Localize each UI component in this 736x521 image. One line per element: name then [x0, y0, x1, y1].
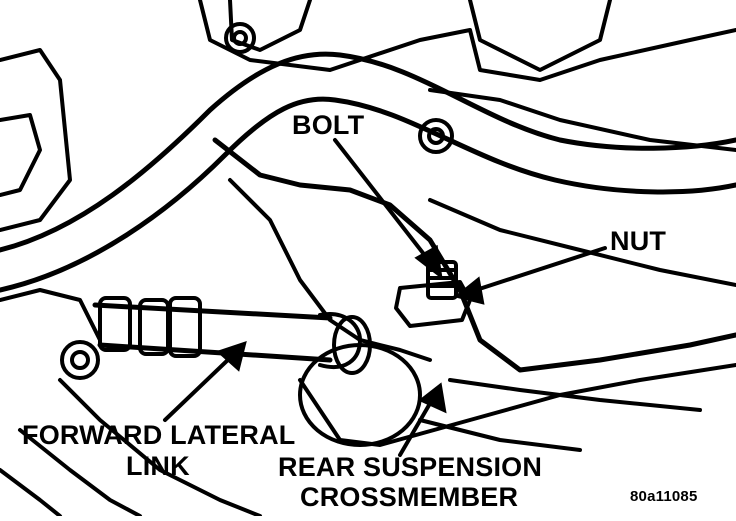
- mid-bolt-center: [427, 127, 445, 145]
- link-leader-line: [163, 354, 234, 422]
- sway-bar-lower-edge: [0, 96, 736, 293]
- nut-hex: [394, 280, 472, 328]
- crossmember-right-mid: [428, 198, 736, 287]
- adjuster-nut-1: [98, 296, 132, 352]
- lower-arm-3: [0, 468, 62, 518]
- nut-leader-line: [468, 246, 607, 294]
- top-left-bolt-center: [232, 30, 248, 46]
- left-frame: [0, 48, 72, 232]
- nut-arrowhead: [453, 276, 485, 305]
- crossmember-bushing: [298, 343, 422, 447]
- upper-right-bracket: [468, 0, 612, 72]
- lateral-link-rod-bottom: [97, 342, 333, 363]
- lower-arm-2: [18, 428, 142, 518]
- crossmember-right-upper: [428, 88, 736, 152]
- bolt-leader-line: [333, 138, 432, 264]
- lower-line-2: [418, 418, 582, 452]
- crossmember-arrowhead: [418, 382, 447, 414]
- crossmember-leader-line: [398, 398, 434, 457]
- forward-lateral-link-label-line1: FORWARD LATERAL: [22, 420, 296, 450]
- nut-label: NUT: [610, 226, 667, 256]
- figure-code: 80a11085: [630, 488, 698, 505]
- crossmember-flange: [228, 178, 432, 362]
- crossmember-label-line2: CROSSMEMBER: [300, 482, 519, 512]
- link-arrowhead: [216, 340, 247, 372]
- left-frame-inner: [0, 113, 42, 197]
- mid-bolt: [418, 118, 454, 154]
- lower-arm: [58, 378, 262, 518]
- left-lower-bolt-center: [70, 350, 90, 370]
- crossmember-outline: [212, 137, 736, 373]
- crossmember-lower-edge: [298, 363, 736, 447]
- top-left-bolt: [224, 22, 256, 54]
- bolt-arrowhead: [414, 244, 443, 280]
- sway-bar-upper-edge: [0, 51, 736, 253]
- adjuster-nut-3: [168, 296, 202, 358]
- lateral-link-rod-top: [92, 302, 333, 321]
- rear-suspension-label-line1: REAR SUSPENSION: [278, 452, 543, 482]
- bolt-label: BOLT: [292, 110, 365, 140]
- forward-lateral-link-label-line2: LINK: [126, 451, 190, 481]
- left-lower-bolt: [60, 340, 100, 380]
- lower-line-1: [448, 378, 702, 412]
- left-lower-frame: [0, 288, 102, 342]
